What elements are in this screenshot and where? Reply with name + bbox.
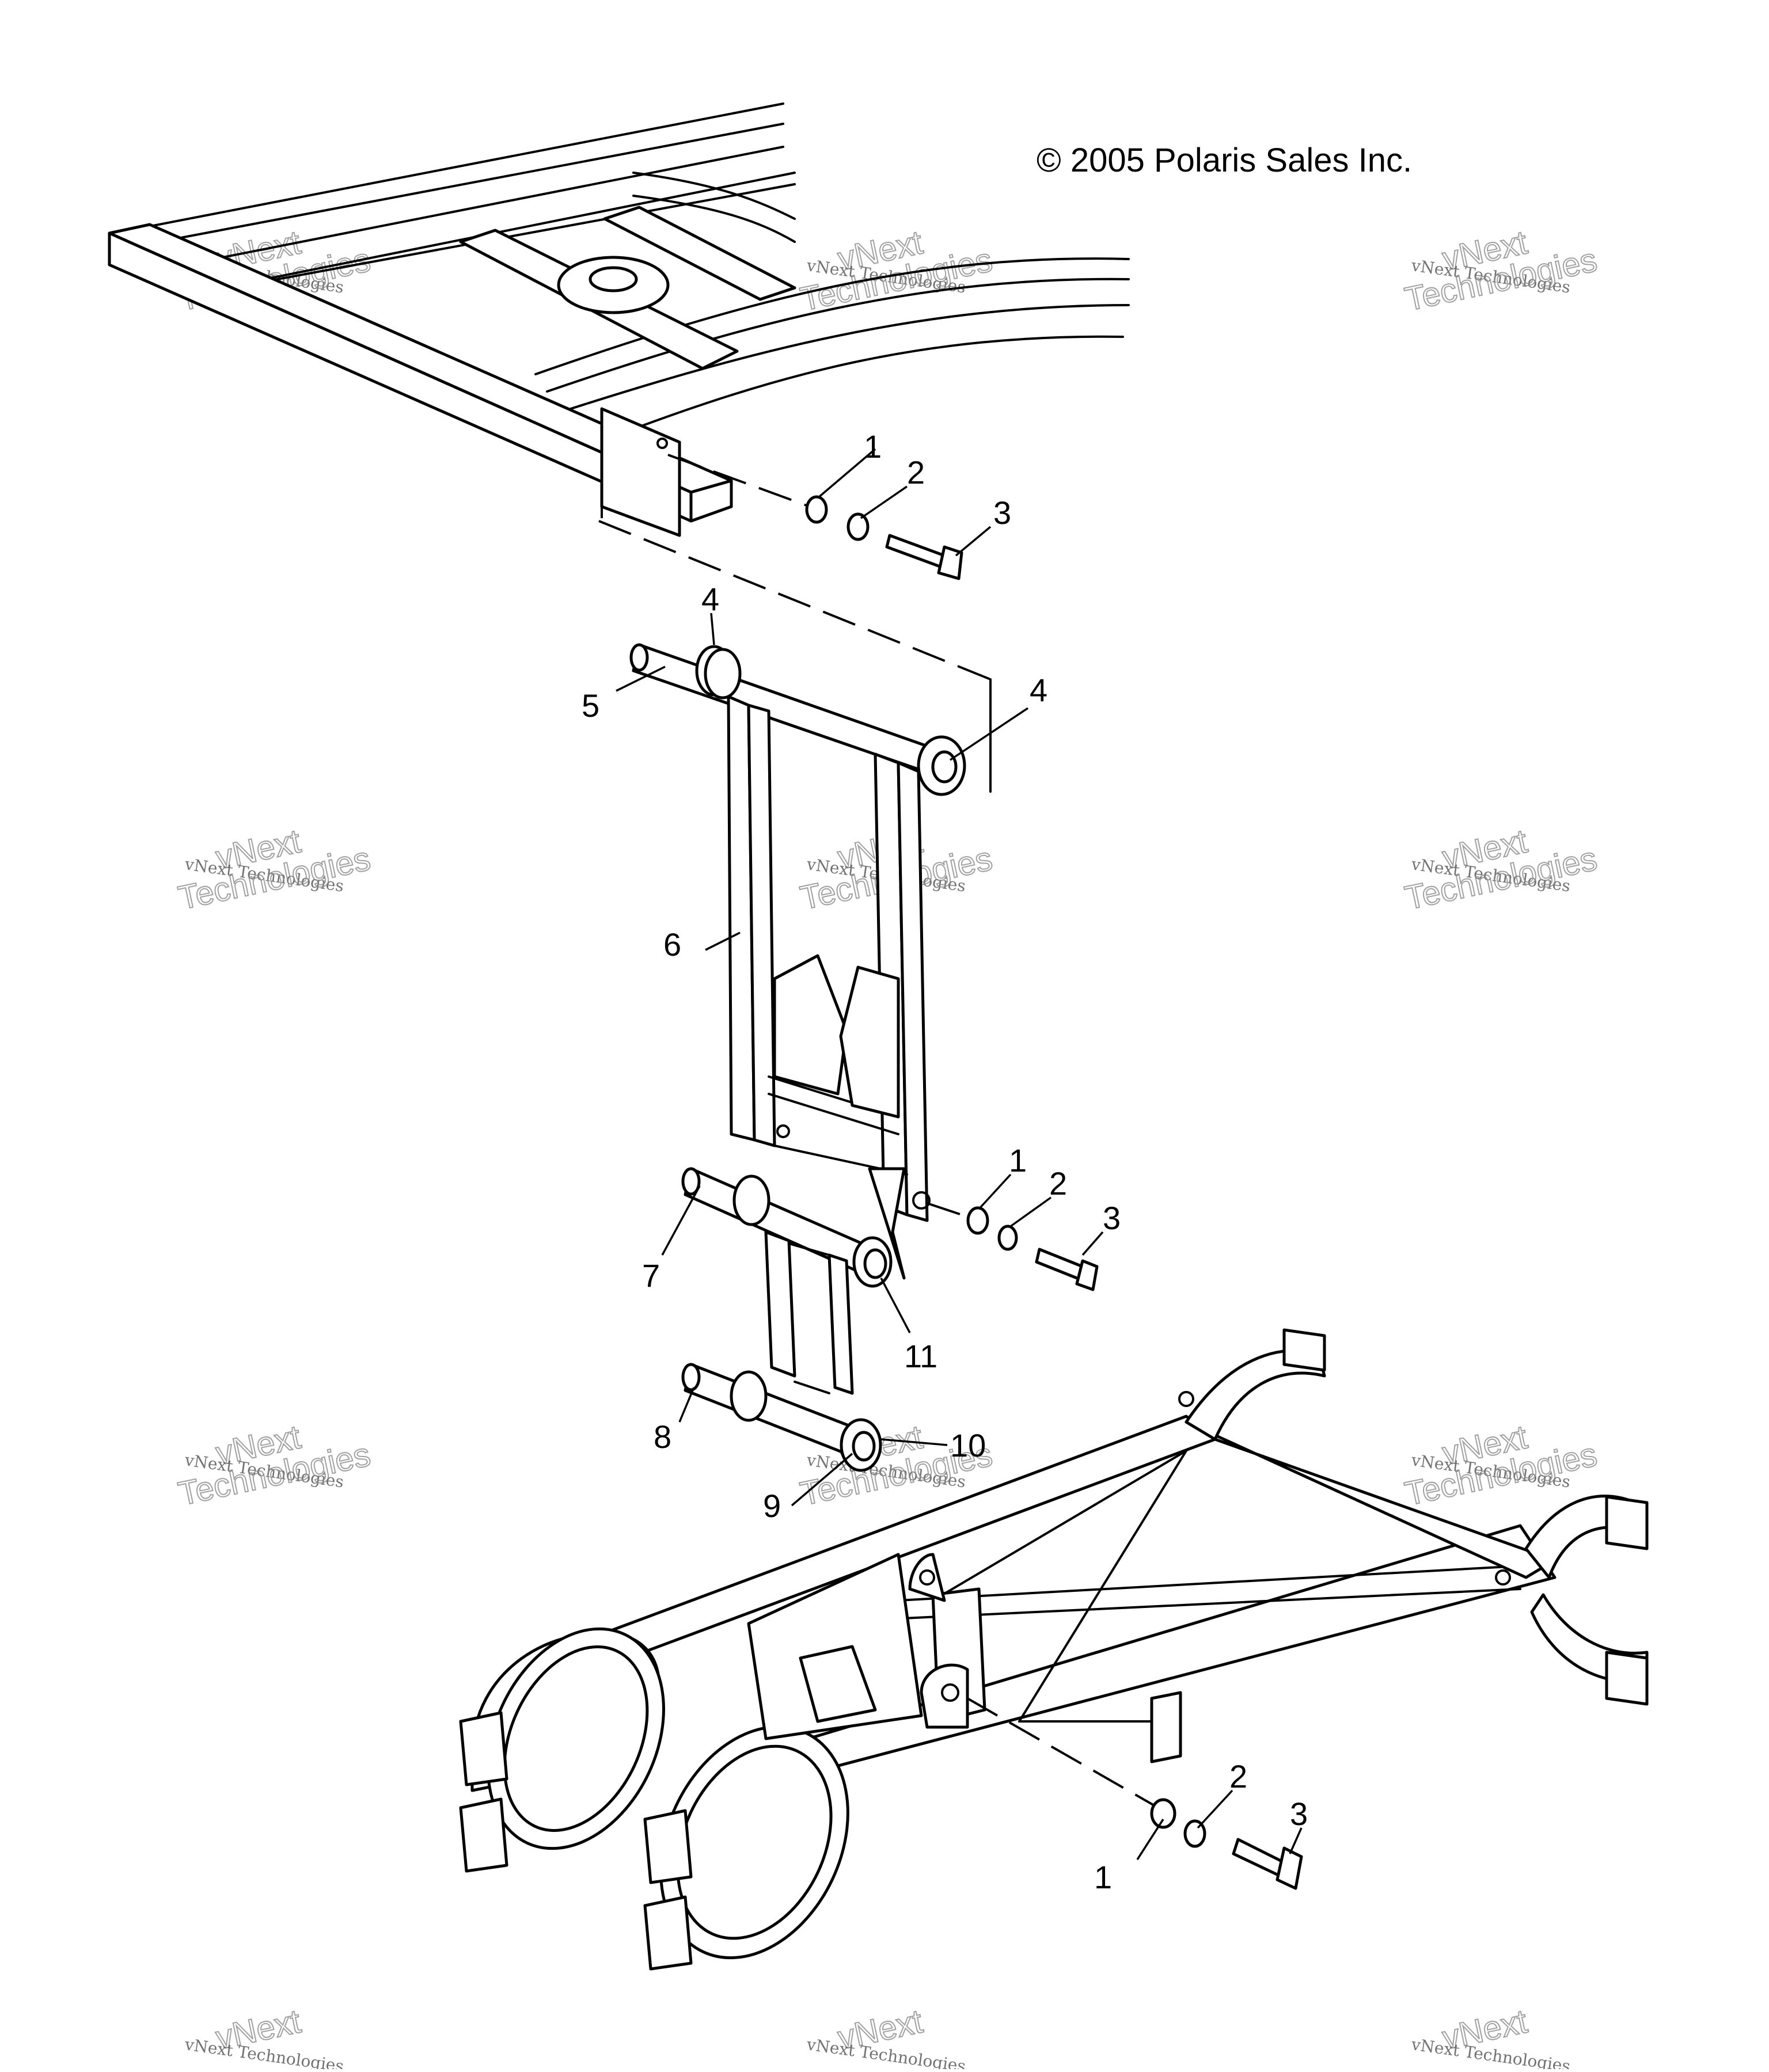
callout-3-top: 3 — [993, 495, 1011, 531]
swing-link — [727, 695, 931, 1222]
callout-4-upper: 4 — [701, 581, 719, 617]
watermark: vNext vNext Technologies Technologies — [1401, 223, 1601, 318]
callout-3-mid: 3 — [1103, 1200, 1121, 1236]
watermark: vNext vNext Technologies Technologies — [796, 223, 996, 318]
callout-2-mid: 2 — [1049, 1165, 1067, 1202]
bolt-3-mid-head — [1075, 1259, 1099, 1291]
leader-lines — [616, 448, 1303, 1860]
callout-2-bottom: 2 — [1229, 1758, 1247, 1795]
callout-1-mid: 1 — [1009, 1142, 1027, 1178]
callout-6: 6 — [663, 926, 681, 963]
lower-pivot-assembly — [681, 1167, 906, 1472]
washer-1-mid — [966, 1206, 989, 1235]
callout-numbers: 1 2 3 4 5 4 6 1 2 3 7 11 8 10 9 1 2 3 — [582, 428, 1308, 1895]
lockwasher-2-bottom — [1183, 1819, 1206, 1848]
mid-hardware — [927, 1202, 1099, 1291]
copyright-notice: © 2005 Polaris Sales Inc. — [1037, 142, 1412, 179]
washer-1-bottom — [1150, 1798, 1176, 1829]
callout-2-top: 2 — [907, 454, 925, 491]
lower-hardware — [967, 1697, 1303, 1890]
callout-3-bottom: 3 — [1290, 1796, 1308, 1832]
lockwasher-2-top — [846, 512, 870, 541]
watermark: vNext vNext Technologies — [1410, 2002, 1571, 2072]
watermark: vNext vNext Technologies Technologies — [1401, 822, 1601, 917]
lockwasher-2-mid — [997, 1225, 1018, 1251]
upper-hardware — [805, 495, 963, 580]
bolt-3-top-head — [937, 545, 963, 580]
callout-1-top: 1 — [864, 428, 882, 465]
rear-swing-arm — [459, 1328, 1649, 1971]
watermark: vNext vNext Technologies Technologies — [1401, 1417, 1601, 1513]
bolt-3-mid-shank — [1035, 1248, 1084, 1281]
bolt-3-top-shank — [885, 534, 946, 569]
watermark: vNext vNext Technologies — [183, 2002, 345, 2072]
watermark: vNext vNext Technologies Technologies — [174, 822, 374, 917]
callout-7: 7 — [642, 1257, 660, 1294]
callout-4-right: 4 — [1030, 672, 1047, 708]
washer-1-top — [805, 495, 828, 524]
callout-8: 8 — [654, 1419, 671, 1455]
callout-1-bottom: 1 — [1094, 1859, 1112, 1895]
callout-11: 11 — [904, 1338, 937, 1374]
bolt-3-bottom-head — [1275, 1846, 1303, 1890]
chassis-frame — [108, 102, 1130, 793]
bolt-3-bottom-shank — [1232, 1838, 1286, 1877]
callout-10: 10 — [950, 1427, 986, 1463]
callout-5: 5 — [582, 687, 599, 724]
watermark: vNext vNext Technologies — [805, 2002, 967, 2072]
watermark: vNext vNext Technologies Technologies — [174, 1417, 374, 1513]
callout-9: 9 — [763, 1488, 781, 1524]
